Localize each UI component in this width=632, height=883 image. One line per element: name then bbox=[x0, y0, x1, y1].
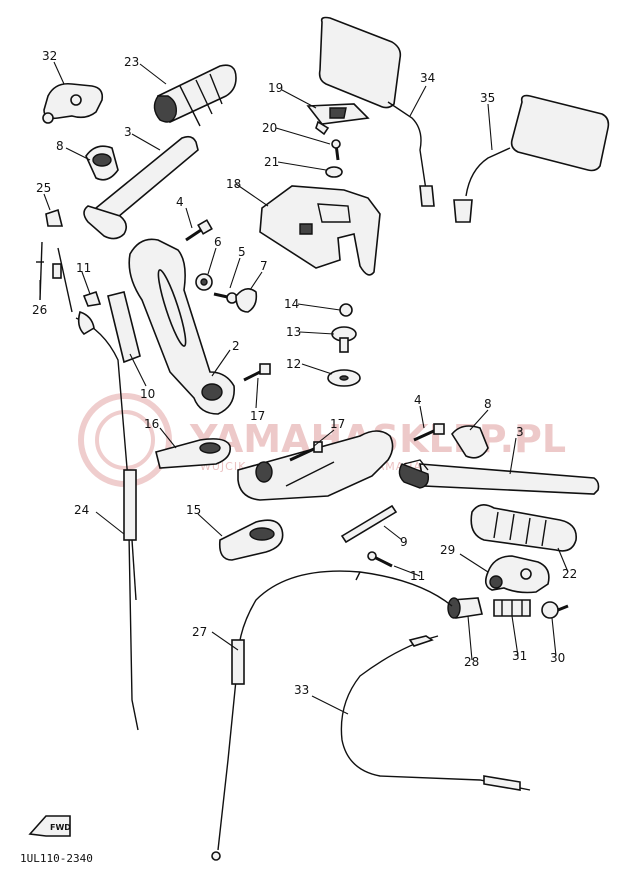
part-27-cable bbox=[211, 570, 453, 861]
callout-13: 13 bbox=[286, 325, 301, 339]
part-33-cable bbox=[340, 635, 531, 791]
part-23-grip bbox=[153, 64, 237, 127]
part-29-throttle-housing bbox=[484, 555, 550, 594]
part-17-screw-upper bbox=[243, 363, 271, 382]
callout-33: 33 bbox=[294, 683, 309, 697]
callout-15: 15 bbox=[186, 503, 201, 517]
fwd-label: FWD bbox=[50, 823, 71, 832]
callout-20: 20 bbox=[262, 121, 277, 135]
watermark-logo-inner bbox=[95, 410, 155, 470]
callout-23: 23 bbox=[124, 55, 139, 69]
callout-29: 29 bbox=[440, 543, 455, 557]
part-31-sleeve bbox=[493, 599, 531, 617]
part-14-nut bbox=[339, 303, 353, 317]
callout-3-upper: 3 bbox=[124, 125, 132, 139]
leader-lines bbox=[39, 61, 569, 715]
callout-24: 24 bbox=[74, 503, 89, 517]
part-28-adjuster bbox=[447, 597, 483, 619]
callout-11-upper: 11 bbox=[76, 261, 91, 275]
part-4-bolt-lower bbox=[413, 423, 445, 442]
part-2-lever-bracket bbox=[128, 238, 235, 415]
part-21-washer bbox=[325, 166, 343, 178]
callout-6: 6 bbox=[214, 235, 222, 249]
callout-31: 31 bbox=[512, 649, 527, 663]
part-4-bolt-upper bbox=[185, 219, 213, 242]
callout-16: 16 bbox=[144, 417, 159, 431]
callout-22: 22 bbox=[562, 567, 577, 581]
callout-27: 27 bbox=[192, 625, 207, 639]
callout-8-upper: 8 bbox=[56, 139, 64, 153]
callout-25: 25 bbox=[36, 181, 51, 195]
part-35-mirror-right bbox=[453, 94, 610, 223]
callout-26: 26 bbox=[32, 303, 47, 317]
callout-8-lower: 8 bbox=[484, 397, 492, 411]
part-15-bracket bbox=[218, 519, 284, 561]
part-24-cable bbox=[75, 310, 139, 731]
part-25-bracket bbox=[45, 208, 64, 227]
part-10-plate bbox=[107, 291, 141, 364]
callout-17-lower: 17 bbox=[330, 417, 345, 431]
part-8-grip-end-lower bbox=[451, 425, 489, 459]
callout-4-lower: 4 bbox=[414, 393, 422, 407]
part-17-screw-lower bbox=[289, 441, 323, 462]
part-11-bolt-lower bbox=[367, 551, 393, 568]
part-30-nut bbox=[541, 601, 569, 619]
part-26-cable-end bbox=[36, 241, 73, 313]
callout-34: 34 bbox=[420, 71, 435, 85]
callout-28: 28 bbox=[464, 655, 479, 669]
callout-3-lower: 3 bbox=[516, 425, 524, 439]
callout-18: 18 bbox=[226, 177, 241, 191]
callout-9: 9 bbox=[400, 535, 408, 549]
callout-4-upper: 4 bbox=[176, 195, 184, 209]
part-32-throttle-housing bbox=[42, 82, 104, 124]
part-3-handlebar-left bbox=[83, 135, 199, 240]
callout-5: 5 bbox=[238, 245, 246, 259]
diagram-reference-code: 1UL110-2340 bbox=[20, 852, 93, 865]
callout-12: 12 bbox=[286, 357, 301, 371]
part-16-holder-plate bbox=[155, 438, 232, 469]
callout-labels: 32 23 3 8 25 26 11 10 4 6 5 7 2 17 19 20… bbox=[32, 49, 577, 697]
part-8-grip-end bbox=[85, 145, 119, 181]
callout-7: 7 bbox=[260, 259, 268, 273]
callout-30: 30 bbox=[550, 651, 565, 665]
callout-11-lower: 11 bbox=[410, 569, 425, 583]
part-18-handlebar-holder bbox=[259, 185, 381, 276]
callout-14: 14 bbox=[284, 297, 299, 311]
part-19-clamp-plate bbox=[306, 103, 370, 136]
callout-21: 21 bbox=[264, 155, 279, 169]
part-12-washer bbox=[327, 369, 361, 387]
part-6-washer bbox=[195, 273, 213, 291]
callout-19: 19 bbox=[268, 81, 283, 95]
fwd-direction-tag: FWD bbox=[28, 815, 71, 837]
callout-2: 2 bbox=[232, 339, 240, 353]
callout-35: 35 bbox=[480, 91, 495, 105]
part-right-lever-bracket bbox=[237, 430, 394, 501]
part-3-handlebar-right bbox=[398, 459, 600, 495]
callout-10: 10 bbox=[140, 387, 155, 401]
part-9-strip bbox=[340, 504, 398, 544]
part-13-bushing bbox=[331, 326, 357, 353]
callout-17-upper: 17 bbox=[250, 409, 265, 423]
part-7-cap bbox=[235, 288, 258, 313]
callout-32: 32 bbox=[42, 49, 57, 63]
part-20-screw bbox=[331, 139, 341, 161]
part-34-mirror-left bbox=[318, 16, 435, 207]
part-22-grip-right bbox=[470, 504, 577, 552]
part-11-bolt-upper bbox=[82, 290, 102, 307]
part-5-pin bbox=[213, 292, 238, 304]
